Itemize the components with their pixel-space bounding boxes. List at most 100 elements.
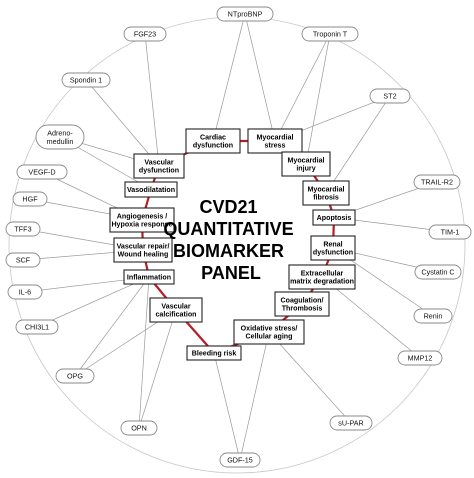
process-box [186,345,242,361]
process-label-line: Vascular [161,302,190,310]
biomarker-label: TRAIL-R2 [421,178,453,187]
biomarker-st2: ST2 [369,88,411,104]
link-chi3l1-inflammation [36,276,150,328]
link-opg-inflammation [74,276,150,377]
biomarker-label-line: ST2 [383,92,396,101]
biomarker-label-line: Cystatin C [421,268,454,277]
biomarker-fgf23: FGF23 [123,26,167,42]
biomarker-tff3: TFF3 [5,221,41,237]
process-label-line: Thrombosis [282,305,323,313]
process-box [185,128,241,154]
link-fgf23-vascular-dysfunction [144,33,160,167]
process-label: Coagulation/Thrombosis [281,296,324,312]
title-line-1: CVD21 [199,197,257,217]
process-box [123,269,175,285]
biomarker-pill [301,26,359,42]
biomarker-label-line: Adreno- [47,128,73,137]
biomarker-label: Troponin T [313,30,348,39]
biomarker-pill [35,124,85,150]
title-line-2: QUANTITATIVE [163,219,293,239]
biomarker-label: HGF [22,195,38,204]
link-ntprobnp-cardiac-dysfunction [212,13,246,142]
biomarker-troponin-t: Troponin T [301,26,359,42]
biomarker-pill [5,221,41,237]
biomarker-label-line: OPN [131,424,147,433]
process-inflammation: Inflammation [123,269,175,285]
biomarker-label-line: TRAIL-R2 [421,178,453,187]
biomarker-pill [329,415,373,431]
process-label-line: Cellular aging [246,333,293,341]
process-label-line: injury [296,165,315,173]
biomarker-label-line: TFF3 [14,225,31,234]
biomarker-label-line: CHI3L1 [25,323,49,332]
process-box [288,264,356,290]
biomarker-cystatin-c: Cystatin C [414,264,462,280]
biomarker-il-6: IL-6 [7,284,43,300]
process-label: Vascular repair/Wound healing [117,242,170,258]
process-label: Inflammation [127,274,171,282]
link-spondin-1-vascular-dysfunction [85,79,160,167]
biomarker-label: SCF [16,256,31,265]
process-label-line: Angiogenesis / [117,212,167,220]
process-box [149,297,203,323]
biomarker-pill [397,350,443,366]
link-su-par-oxidative-stress [268,331,352,424]
biomarker-label: Adreno-medullin [47,128,74,146]
biomarker-pill [61,72,111,88]
link-troponin-t-myocardial-injury [305,33,331,165]
process-box [312,209,356,226]
process-label-line: stress [265,142,286,150]
process-label-line: dysfunction [139,167,179,175]
process-box [247,128,303,154]
biomarker-label-line: OPG [67,372,83,381]
biomarker-renin: Renin [413,308,453,324]
biomarker-label-line: GDF-15 [227,456,253,465]
biomarker-label: sU-PAR [338,419,363,428]
biomarker-hgf: HGF [12,191,48,207]
biomarker-pill [413,308,453,324]
link-opn-vascular-calcification [138,309,177,429]
process-label: Apoptosis [317,214,352,222]
biomarker-label: Spondin 1 [70,76,102,85]
biomarker-adrenomedullin: Adreno-medullin [35,124,85,150]
process-box [281,151,331,177]
biomarker-label: TIM-1 [441,228,460,237]
biomarker-label-line: HGF [22,195,38,204]
biomarker-pill [120,420,158,436]
biomarker-label-line: medullin [47,137,74,146]
biomarker-label: MMP12 [408,354,433,363]
biomarker-label: OPN [131,424,147,433]
process-box [233,319,305,345]
biomarker-label: ST2 [383,92,396,101]
biomarker-label-line: SCF [16,256,31,265]
process-label-line: Vascular [144,158,173,166]
biomarker-label-line: TIM-1 [441,228,460,237]
process-label-line: Coagulation/ [281,296,324,304]
biomarker-label-line: Renin [424,312,443,321]
process-label-line: fibrosis [313,194,339,202]
biomarker-spondin-1: Spondin 1 [61,72,111,88]
biomarker-pill [12,191,48,207]
biomarker-pill [369,88,411,104]
link-ntprobnp-myocardial-stress [244,13,276,142]
process-label-line: Inflammation [127,274,171,282]
process-label-line: calcification [155,311,196,319]
process-label-line: Myocardial [256,133,293,141]
panel-title: CVD21 QUANTITATIVE BIOMARKER PANEL [163,197,298,283]
process-label-line: Myocardial [287,156,324,164]
process-apoptosis: Apoptosis [312,209,356,226]
process-label: Angiogenesis /Hypoxia response [111,212,172,228]
